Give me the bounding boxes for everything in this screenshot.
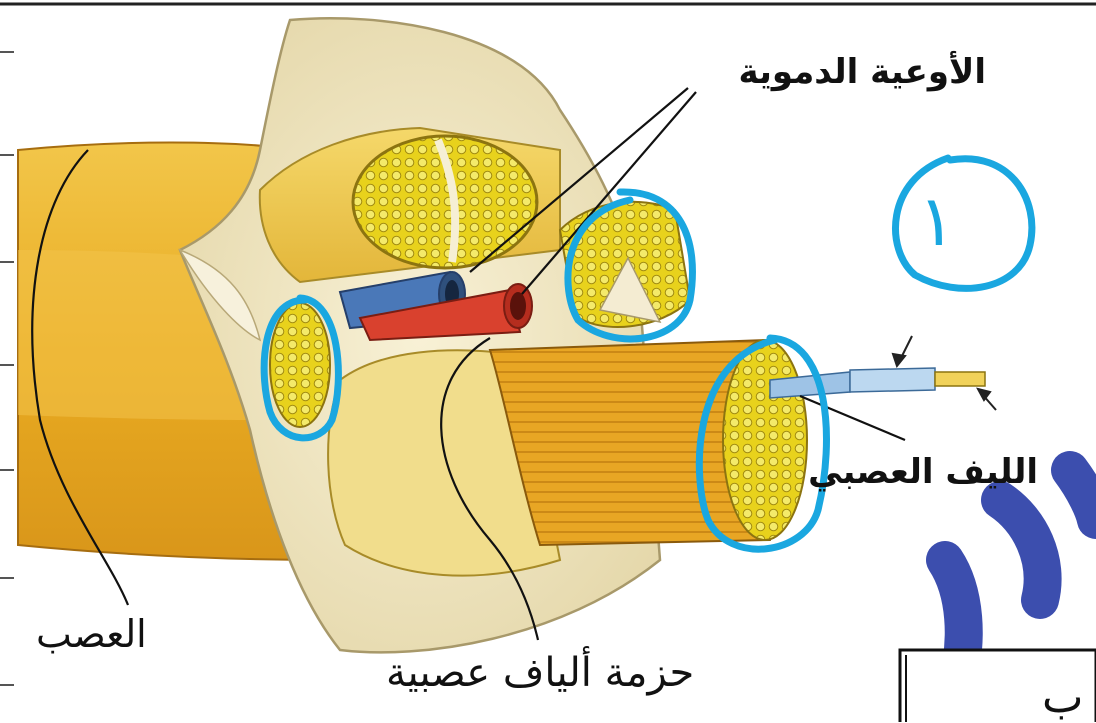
- axon-leader: [800, 396, 905, 440]
- label-blood-vessels: الأوعية الدموية: [739, 52, 986, 92]
- axon: [770, 368, 985, 398]
- label-fiber-bundle: حزمة ألياف عصبية: [386, 650, 694, 696]
- handwritten-number-mark: ١: [918, 180, 956, 262]
- label-box-fragment: ب: [1042, 672, 1083, 723]
- left-fascicle-cross-section: [270, 303, 330, 427]
- lower-fascicle-cross-section: [723, 340, 807, 540]
- left-margin-marks: [0, 52, 14, 685]
- label-nerve-fiber: الليف العصبي: [808, 452, 1038, 492]
- highlight-number-circle: [896, 158, 1032, 288]
- label-nerve: العصب: [36, 612, 147, 656]
